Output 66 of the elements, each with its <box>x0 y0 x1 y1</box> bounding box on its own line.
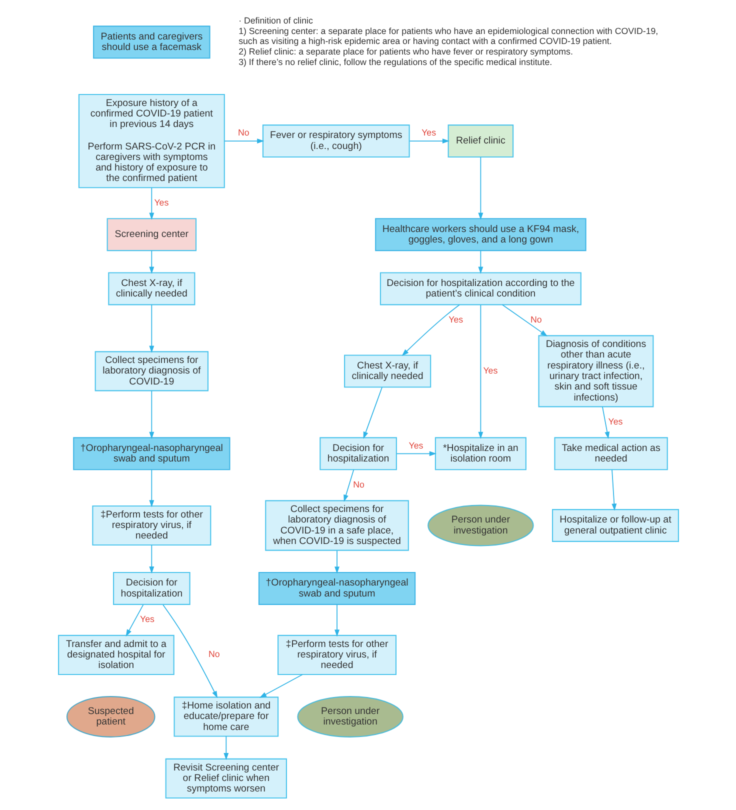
label: 1) Screening center: a separate place for patients who have an epidemiological connection with COVID-19, such as visiting a high-risk epidemic area or having contact with a confirmed COVID-19 patient. <box>238 26 658 46</box>
arrow <box>148 469 154 508</box>
node-box: Decision for hospitalization <box>319 437 396 470</box>
node-box: Collect specimens for laboratory diagnosis of COVID-19 <box>94 351 208 392</box>
arrow <box>224 138 264 144</box>
node-box: †Oropharyngeal-nasopharyngeal swab and sputum <box>72 437 230 470</box>
node-box: ‡Perform tests for other respiratory virus, if needed <box>92 505 211 546</box>
edge-label: No <box>238 128 249 138</box>
edge-label: No <box>352 479 364 490</box>
edge-label: Yes <box>408 440 423 450</box>
arrow <box>125 604 144 637</box>
node-box: Healthcare workers should use a KF94 mask, goggles, gloves, and a long gown <box>374 218 586 252</box>
node-box: ‡Home isolation and educate/prepare for home care <box>173 696 278 737</box>
arrow <box>258 674 302 698</box>
node-box: Revisit Screening center or Relief clinic when symptoms worsen <box>164 758 286 799</box>
node-box: Collect specimens for laboratory diagnosis of COVID-19 in a safe place, when COVID-19 is suspected <box>264 500 408 551</box>
arrow <box>343 469 354 502</box>
arrow <box>611 469 616 511</box>
node-box: †Oropharyngeal-nasopharyngeal swab and sputum <box>258 572 416 605</box>
arrow <box>401 304 460 356</box>
arrow <box>148 250 154 274</box>
node-ellipse: Person under investigation <box>296 696 403 738</box>
node-box: Decision for hospitalization according to the patient’s clinical condition <box>379 272 581 306</box>
edge-label: No <box>208 649 220 660</box>
arrow <box>602 406 610 439</box>
label: · Definition of clinic <box>238 16 312 26</box>
node-ellipse: Suspected patient <box>66 696 155 738</box>
edge-label: No <box>530 314 542 324</box>
arrow <box>396 451 436 456</box>
arrow <box>162 604 218 698</box>
arrow <box>478 156 483 220</box>
arrow <box>478 304 483 439</box>
node-box: Patients and caregivers should use a facemask <box>92 26 210 59</box>
edge-label: Yes <box>154 197 168 208</box>
arrow <box>148 390 154 439</box>
arrow <box>223 736 228 760</box>
node-box: *Hospitalize in an isolation room <box>434 437 526 470</box>
node-box: Transfer and admit to a designated hospital for isolation <box>58 634 174 676</box>
node-box: Relief clinic <box>447 124 514 158</box>
node-box: Diagnosis of conditions other than acute respiratory illness (i.e., urinary tract infection, skin and soft tissue infections) <box>538 335 654 408</box>
label: 3) If there’s no relief clinic, follow the regulations of the specific medical institute. <box>238 57 552 68</box>
arrow <box>148 304 154 353</box>
edge-label: Yes <box>421 128 436 138</box>
arrow <box>334 604 339 637</box>
arrow <box>334 550 339 574</box>
node-box: Chest X-ray, if clinically needed <box>108 272 195 306</box>
node-ellipse: Person under investigation <box>427 504 534 546</box>
label: 2) Relief clinic: a separate place for patients who have fever or respiratory symptoms. <box>238 46 572 57</box>
node-box: Take medical action as needed <box>554 437 668 470</box>
node-box: Fever or respiratory symptoms (i.e., cough) <box>262 124 410 158</box>
node-box: Exposure history of a confirmed COVID-19 patient in previous 14 days Perform SARS-CoV-2 PCR in caregivers with symptoms and history of exposure to the confirmed patient <box>78 94 224 188</box>
arrow <box>501 304 548 336</box>
edge-label: Yes <box>448 314 463 324</box>
arrow <box>148 544 154 574</box>
edge-label: Yes <box>482 365 498 376</box>
node-box: Chest X-ray, if clinically needed <box>344 354 431 388</box>
arrow <box>478 250 483 274</box>
node-box: Screening center <box>106 218 196 252</box>
node-box: Decision for hospitalization <box>112 572 190 605</box>
node-box: Hospitalize or follow-up at general outpatient clinic <box>551 509 678 542</box>
arrow <box>408 138 450 144</box>
node-box: ‡Perform tests for other respiratory virus, if needed <box>277 634 396 676</box>
edge-label: Yes <box>140 614 154 624</box>
edge-label: Yes <box>608 416 622 426</box>
arrow <box>148 187 154 220</box>
arrow <box>362 386 382 439</box>
